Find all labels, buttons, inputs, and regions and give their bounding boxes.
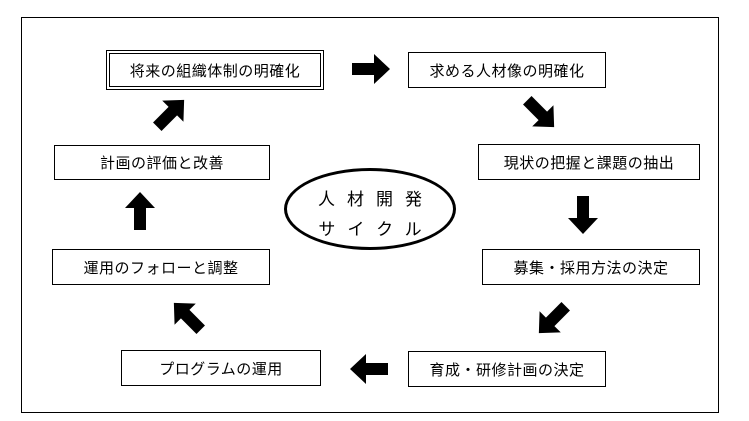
arrow-down-icon xyxy=(568,196,598,234)
step-current-analysis: 現状の把握と課題の抽出 xyxy=(478,144,700,180)
step-label: 計画の評価と改善 xyxy=(99,154,224,172)
cycle-title-ellipse: 人材開発 サイクル xyxy=(284,168,456,250)
step-label: 将来の組織体制の明確化 xyxy=(129,61,301,80)
step-program-operation: プログラムの運用 xyxy=(121,350,321,386)
step-follow-up: 運用のフォローと調整 xyxy=(52,249,270,285)
step-label: 募集・採用方法の決定 xyxy=(513,258,669,277)
arrow-up-icon xyxy=(125,192,155,230)
arrow-up-left-icon xyxy=(163,292,212,341)
step-future-organization: 将来の組織体制の明確化 xyxy=(106,50,324,90)
cycle-title-line2: サイクル xyxy=(318,220,434,240)
step-label: 現状の把握と課題の抽出 xyxy=(503,153,675,172)
step-evaluation: 計画の評価と改善 xyxy=(54,145,270,180)
diagram-frame xyxy=(21,17,719,413)
arrow-right-icon xyxy=(352,54,390,84)
step-label: 求める人材像の明確化 xyxy=(429,61,585,80)
arrow-up-right-icon xyxy=(146,89,195,138)
arrow-left-icon xyxy=(350,354,388,384)
arrow-down-left-icon xyxy=(528,295,577,344)
step-label: 運用のフォローと調整 xyxy=(83,258,239,277)
cycle-title-line1: 人材開発 xyxy=(318,190,434,210)
step-label: プログラムの運用 xyxy=(159,359,283,378)
step-recruitment-method: 募集・採用方法の決定 xyxy=(482,249,700,285)
arrow-down-right-icon xyxy=(516,89,565,138)
step-training-plan: 育成・研修計画の決定 xyxy=(408,351,606,387)
step-label: 育成・研修計画の決定 xyxy=(429,360,585,379)
step-ideal-talent: 求める人材像の明確化 xyxy=(408,52,606,88)
